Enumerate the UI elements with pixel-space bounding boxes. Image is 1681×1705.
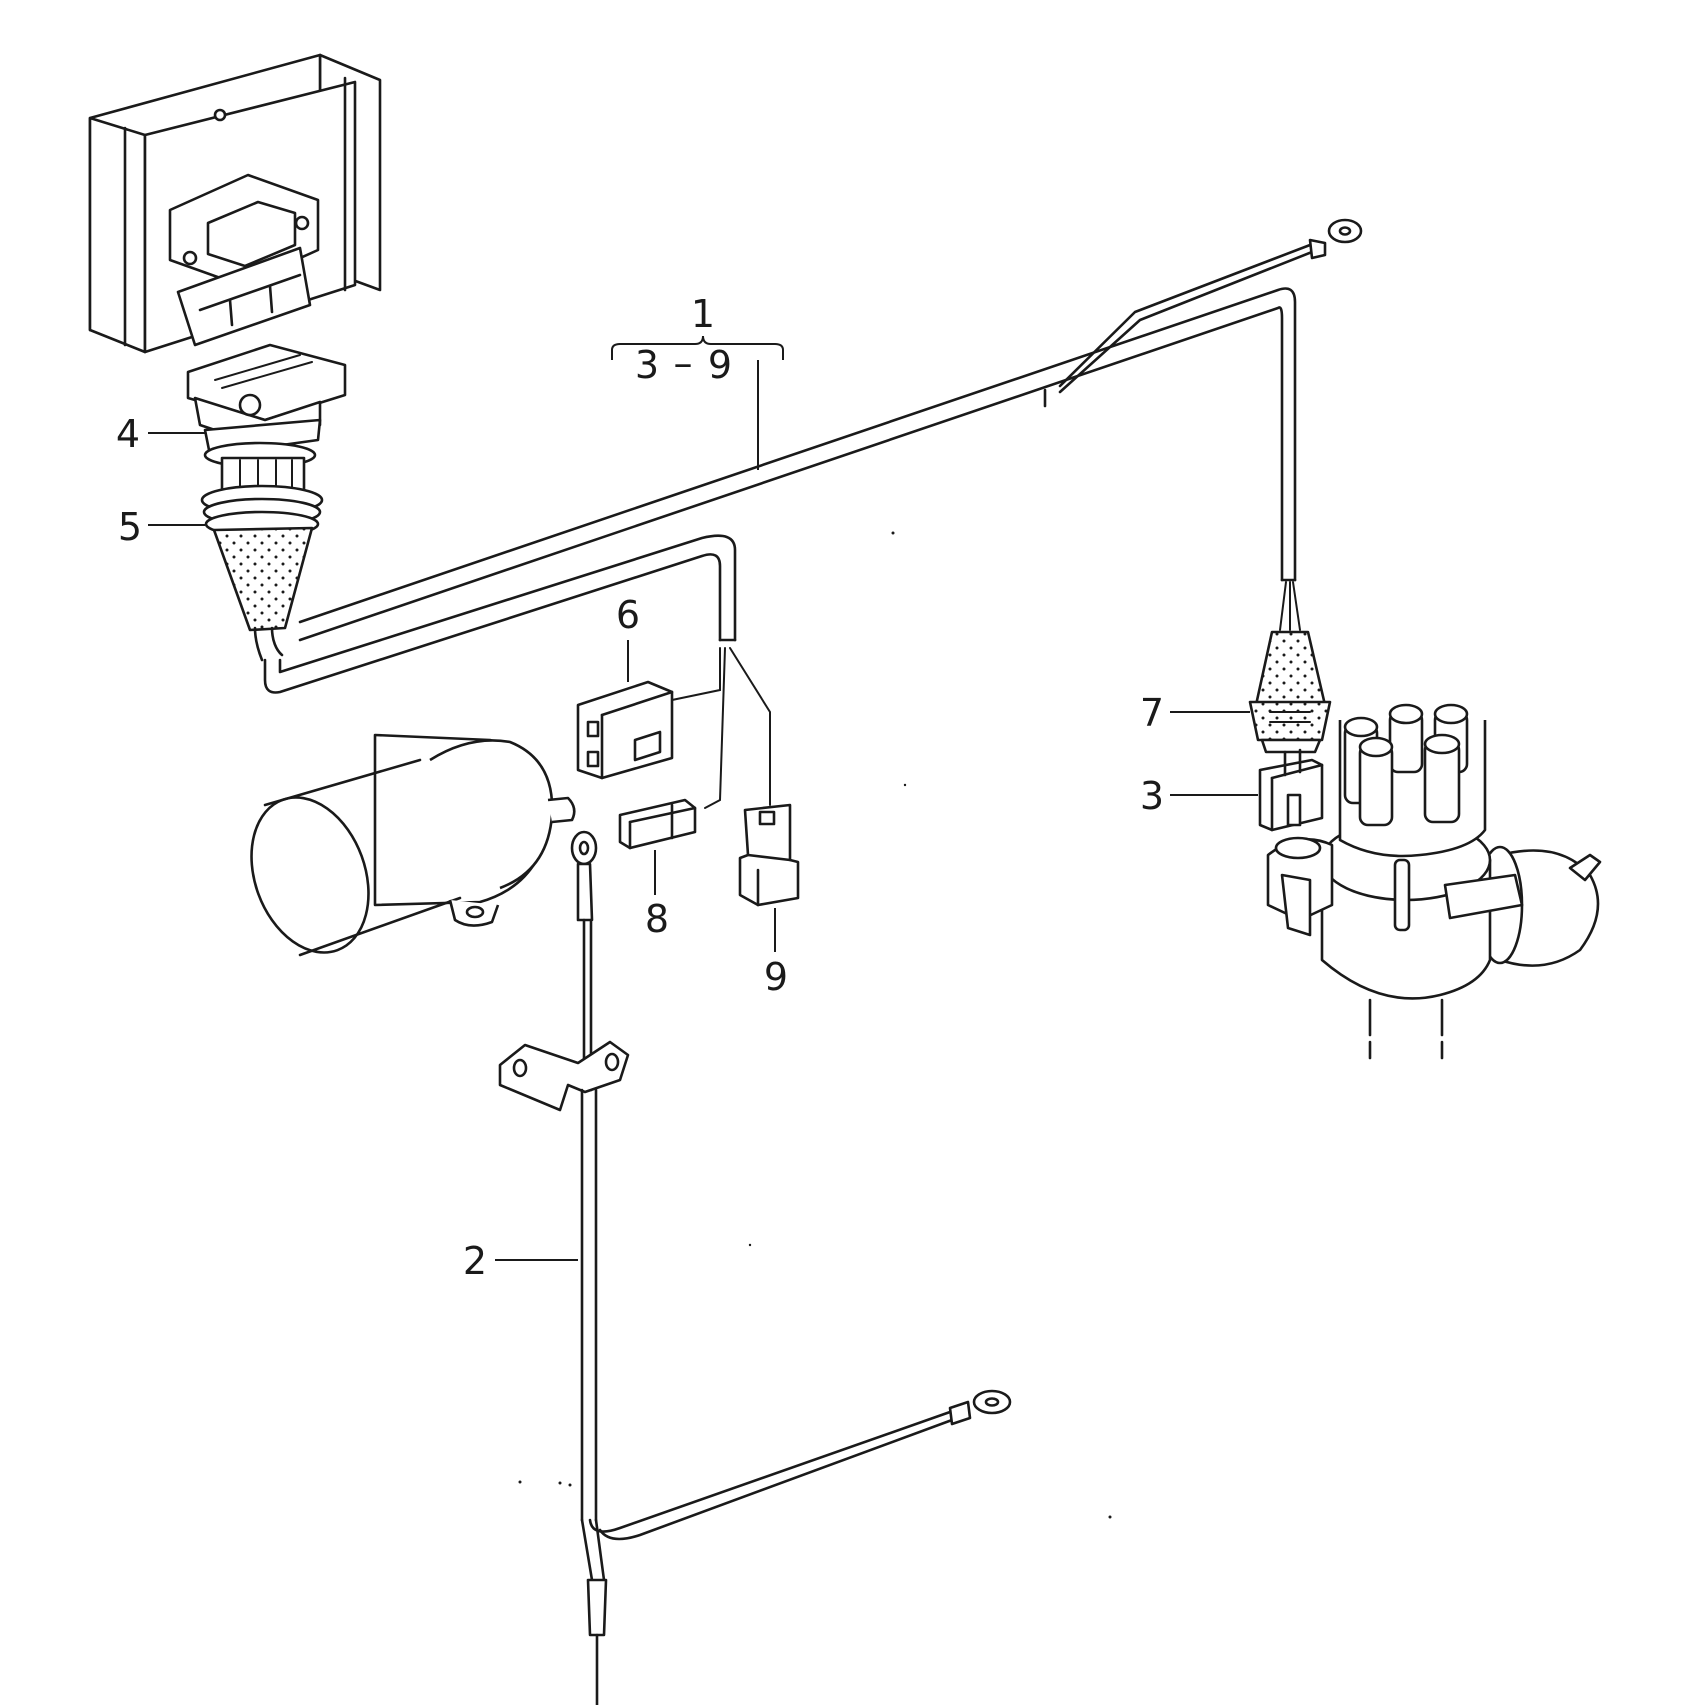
callout-3: 3: [1140, 774, 1164, 818]
callout-1: 1: [691, 292, 715, 336]
connector-part-8: [618, 798, 697, 850]
ground-strap-part-2: [498, 830, 1012, 1705]
wiring-harness-part-1: [263, 218, 1363, 809]
ignition-control-unit: [168, 173, 320, 347]
connector-housing-part-4: [186, 343, 347, 469]
distributor-connector-part-7: [1248, 630, 1332, 754]
connector-boot-part-5: [200, 456, 324, 662]
callout-1-range-end: 9: [708, 343, 732, 387]
callout-4: 4: [116, 412, 140, 456]
callout-2: 2: [463, 1239, 487, 1283]
callout-7: 7: [1140, 691, 1164, 735]
callout-5: 5: [118, 505, 142, 549]
distributor-plug-part-3: [1258, 748, 1324, 832]
connector-part-9: [738, 803, 800, 907]
callout-1-range-start: 3: [635, 343, 659, 387]
callout-leaders: [148, 335, 1258, 1261]
scan-specks: [518, 531, 1112, 1519]
callout-1-range-dash: –: [674, 341, 693, 385]
callout-6: 6: [616, 593, 640, 637]
ignition-coil: [250, 733, 576, 957]
callout-8: 8: [645, 897, 669, 941]
callout-9: 9: [764, 955, 788, 999]
ignition-distributor: [1266, 703, 1602, 1060]
connector-part-6: [576, 680, 674, 780]
